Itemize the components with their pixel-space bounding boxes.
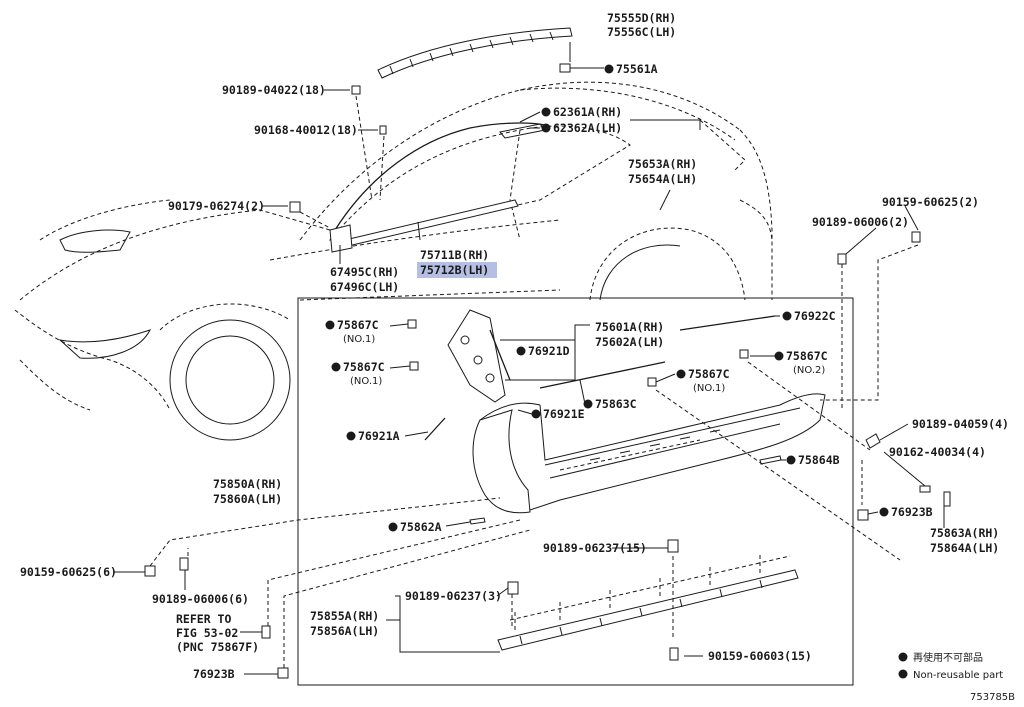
strip-76922c	[679, 315, 776, 331]
label-67496c: 67496C(LH)	[330, 280, 399, 294]
label-75863a: 75863A(RH)	[930, 526, 999, 540]
label-62361a: 62361A(RH)	[553, 105, 622, 119]
label-no2: (NO.2)	[793, 365, 825, 376]
legend-dot-icon	[898, 669, 908, 679]
strip-75863c	[539, 361, 666, 389]
lower-molding-part	[497, 555, 799, 651]
label-75561a: 75561A	[616, 62, 658, 76]
label-90189-06237-3: 90189-06237(3)	[405, 589, 502, 603]
label-90168-40012: 90168-40012(18)	[254, 123, 358, 137]
label-75867c-a: 75867C	[337, 318, 379, 332]
label-75862a: 75862A	[400, 520, 442, 534]
label-62362a: 62362A(LH)	[553, 121, 622, 135]
label-75601a: 75601A(RH)	[595, 320, 664, 334]
label-75556c: 75556C(LH)	[607, 25, 676, 39]
label-75712b: 75712B(LH)	[420, 263, 489, 277]
rocker-panel-part	[472, 393, 826, 514]
label-75654a: 75654A(LH)	[628, 172, 697, 186]
car-body-outline	[14, 81, 773, 441]
label-75867c-d: 75867C	[688, 367, 730, 381]
label-90179-06274: 90179-06274(2)	[168, 199, 265, 213]
strip-76921a	[424, 417, 446, 441]
label-75864a: 75864A(LH)	[930, 541, 999, 555]
label-67495c: 67495C(RH)	[330, 265, 399, 279]
figure-id: 753785B	[970, 692, 1015, 703]
label-no1-b: (NO.1)	[350, 376, 382, 387]
label-refer-3: (PNC 75867F)	[176, 640, 259, 654]
label-76923b-right: 76923B	[891, 505, 933, 519]
label-no1-d: (NO.1)	[693, 383, 725, 394]
legend-dot-icon	[898, 652, 908, 662]
label-90162-40034: 90162-40034(4)	[889, 445, 986, 459]
label-no1-a: (NO.1)	[343, 334, 375, 345]
label-75555d: 75555D(RH)	[607, 11, 676, 25]
label-76921e: 76921E	[543, 407, 585, 421]
belt-molding-part	[329, 199, 519, 253]
label-75855a: 75855A(RH)	[310, 609, 379, 623]
label-75863c: 75863C	[595, 397, 637, 411]
label-75856a: 75856A(LH)	[310, 624, 379, 638]
label-76922c: 76922C	[794, 309, 836, 323]
label-refer-1: REFER TO	[176, 612, 231, 626]
label-76921d: 76921D	[528, 344, 570, 358]
roof-molding-part	[377, 27, 573, 79]
label-90159-60625-6: 90159-60625(6)	[20, 565, 117, 579]
label-75860a: 75860A(LH)	[213, 492, 282, 506]
label-76923b-left: 76923B	[193, 667, 235, 681]
bracket-75601a-part	[447, 309, 506, 403]
legend-en: Non-reusable part	[913, 670, 1003, 681]
highlight-75712b	[417, 262, 497, 278]
legend: 再使用不可部品 Non-reusable part	[898, 651, 1003, 681]
detail-frame	[297, 297, 854, 686]
label-76921a: 76921A	[358, 429, 400, 443]
clips	[144, 63, 951, 679]
label-90189-06237-15: 90189-06237(15)	[543, 541, 647, 555]
label-refer-2: FIG 53-02	[176, 626, 238, 640]
leader-lines	[113, 42, 945, 675]
label-90189-04059: 90189-04059(4)	[912, 417, 1009, 431]
label-90189-04022: 90189-04022(18)	[222, 83, 326, 97]
label-75867c-c: 75867C	[786, 349, 828, 363]
label-75602a: 75602A(LH)	[595, 335, 664, 349]
label-75867c-b: 75867C	[343, 360, 385, 374]
label-90189-06006-6: 90189-06006(6)	[152, 592, 249, 606]
legend-jp: 再使用不可部品	[913, 651, 983, 664]
label-75711b: 75711B(RH)	[420, 248, 489, 262]
label-90159-60625-2: 90159-60625(2)	[882, 195, 979, 209]
label-90189-06006-2: 90189-06006(2)	[812, 215, 909, 229]
label-75653a: 75653A(RH)	[628, 157, 697, 171]
label-75850a: 75850A(RH)	[213, 477, 282, 491]
label-90159-60603: 90159-60603(15)	[708, 649, 812, 663]
label-75864b: 75864B	[798, 453, 840, 467]
strip-76921d	[489, 329, 511, 381]
part-labels: 75555D(RH) 75556C(LH) 75561A 90189-04022…	[20, 11, 1009, 681]
